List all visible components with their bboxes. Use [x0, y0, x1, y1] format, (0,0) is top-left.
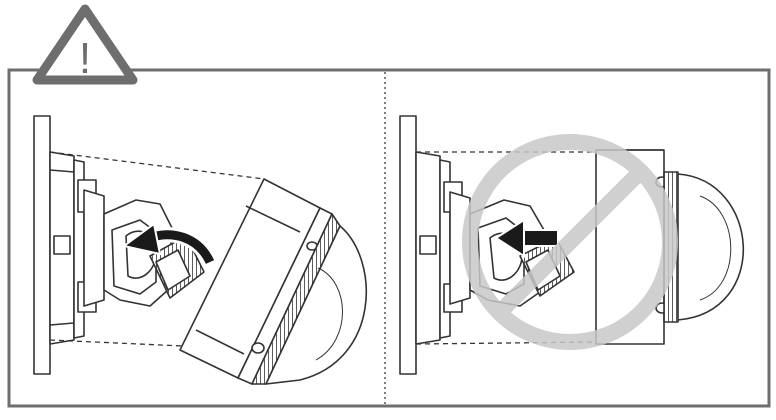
wall — [33, 115, 51, 375]
warning-exclamation: ! — [79, 34, 91, 83]
prohibited-icon — [462, 134, 678, 350]
outer-frame — [7, 68, 771, 408]
curved-arrow-icon — [121, 222, 218, 270]
panel-correct-installation — [33, 115, 367, 385]
straight-arrow-icon — [494, 218, 559, 258]
wall — [399, 115, 417, 375]
warning-triangle-icon: ! — [32, 4, 138, 85]
